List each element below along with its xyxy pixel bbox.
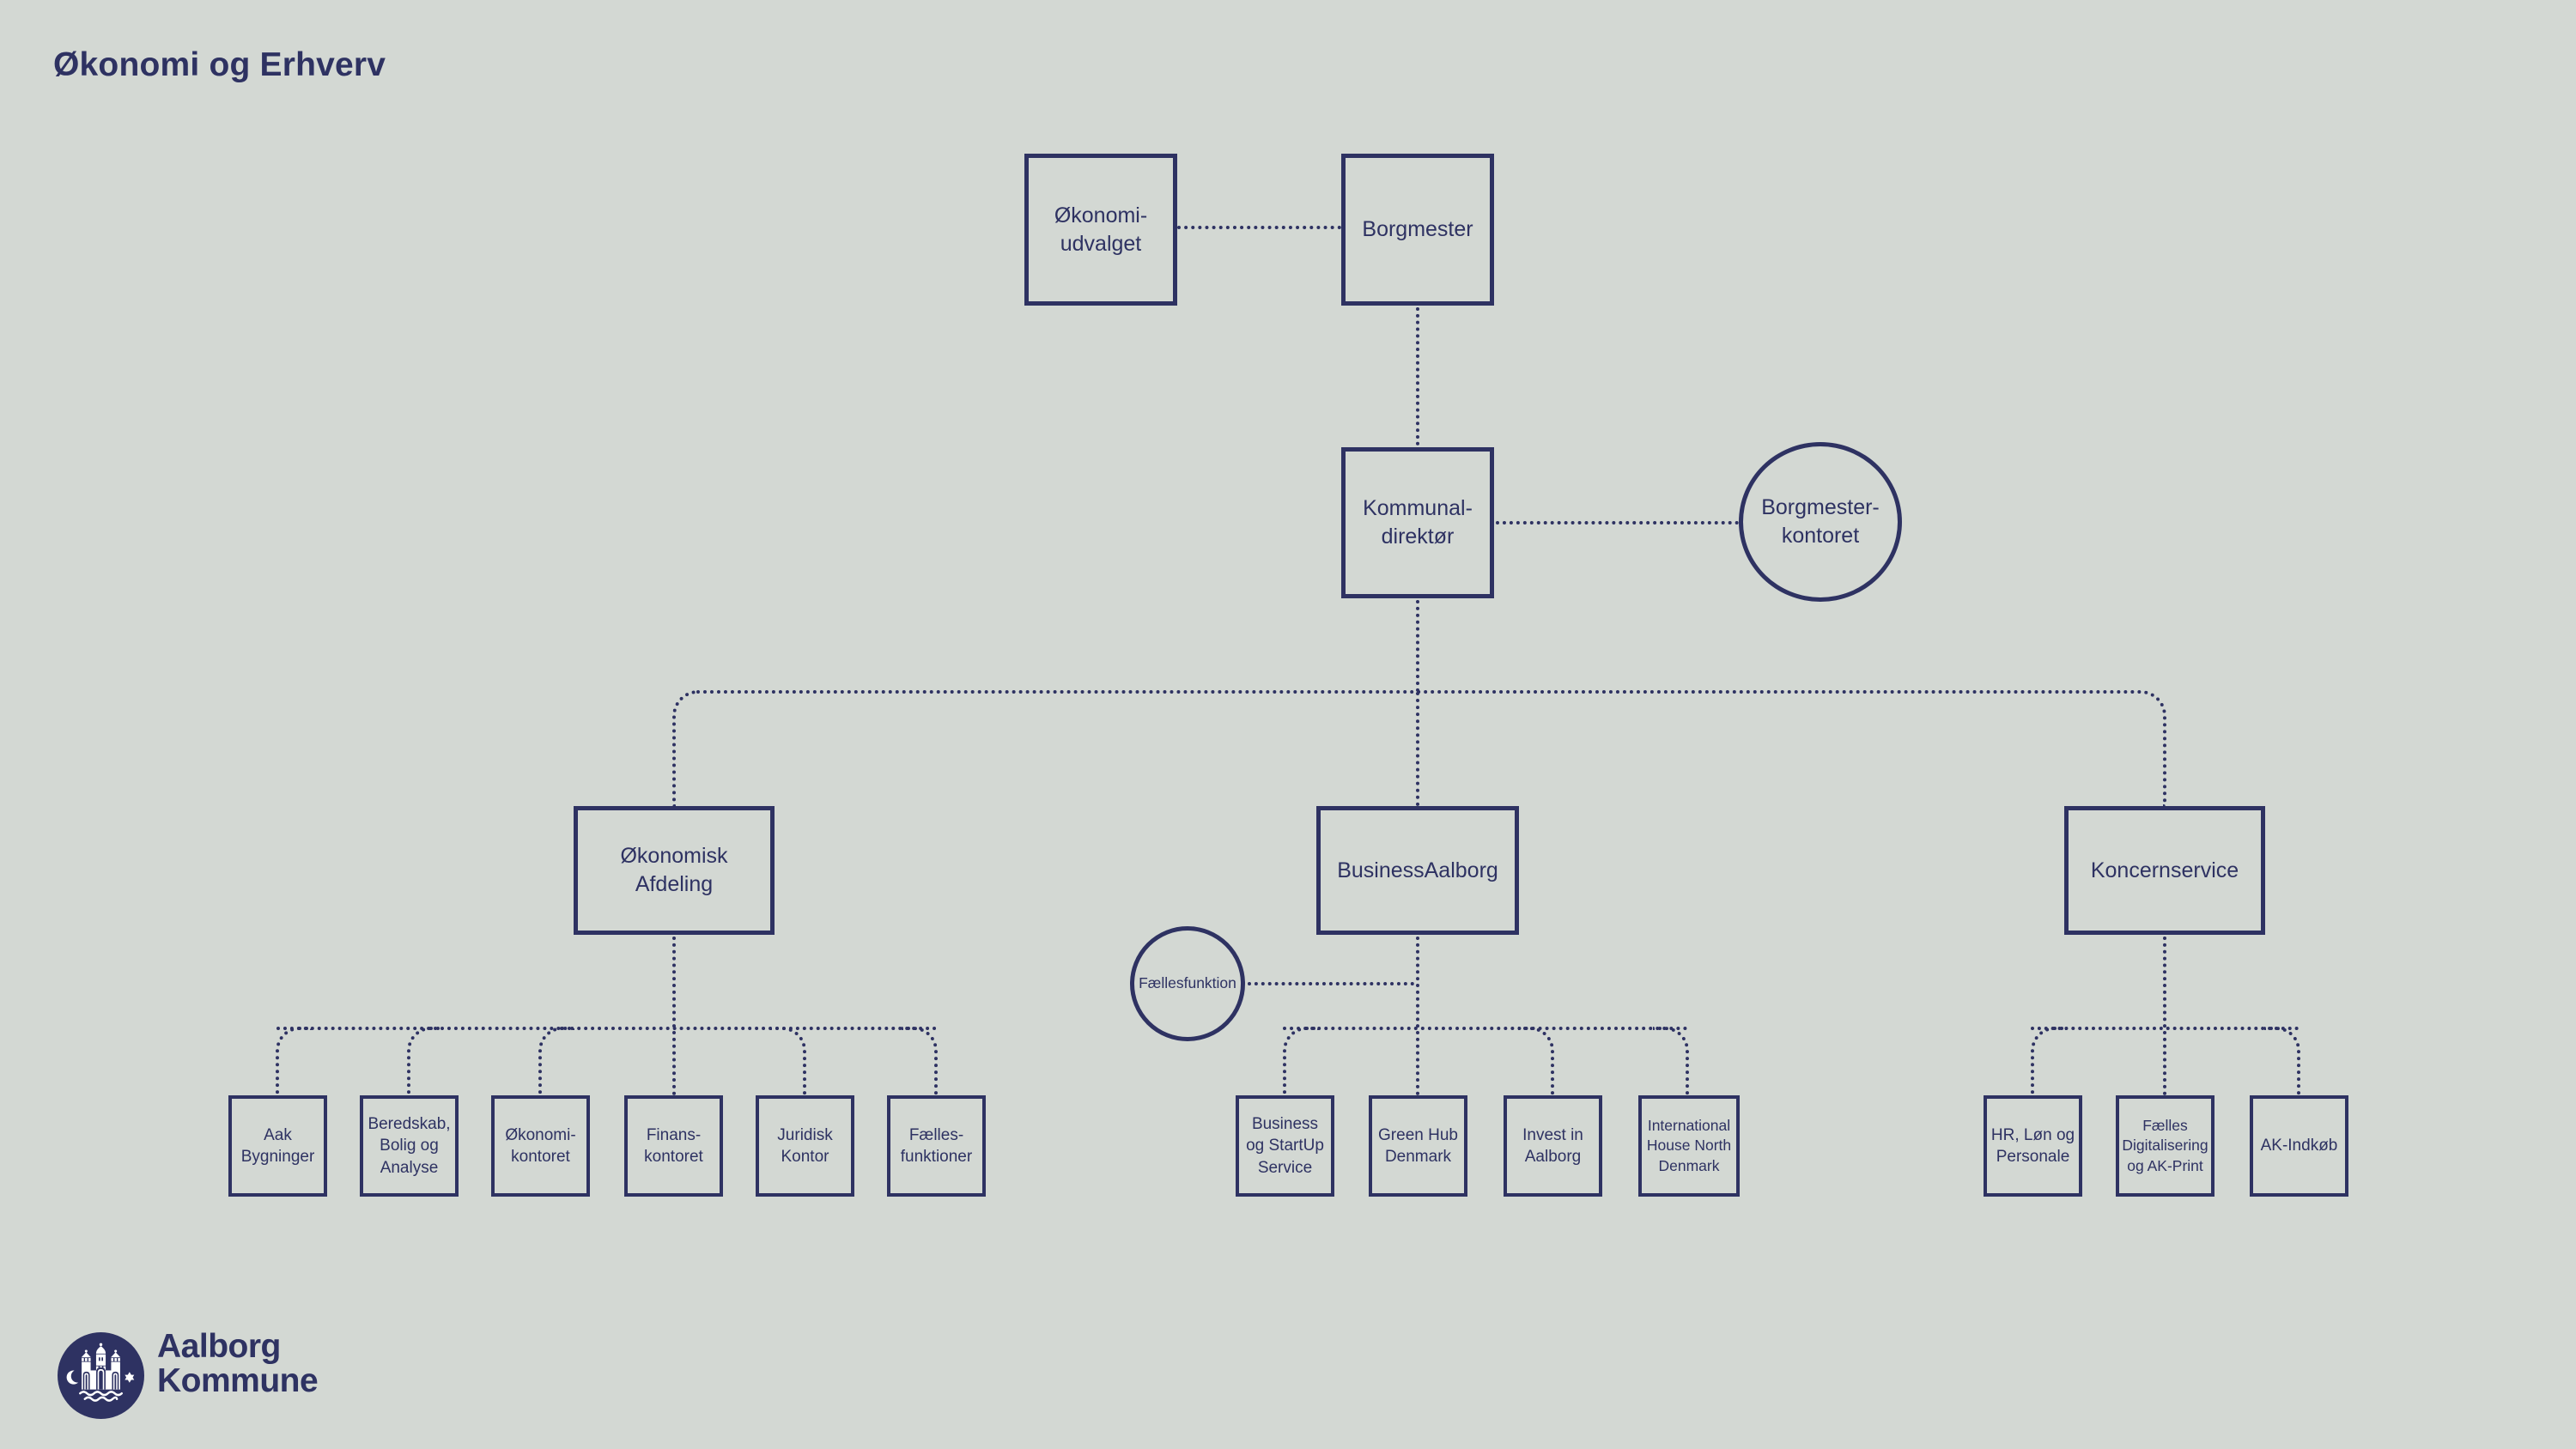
connector-faellesfunktion-axis (1248, 982, 1414, 985)
connector-kommunaldirektor-spine (1416, 600, 1419, 692)
node-hr-lon-personale: HR, Løn og Personale (1984, 1095, 2082, 1197)
connector-elbow-international (1653, 1027, 1689, 1095)
connector-elbow-hr-lon (2031, 1027, 2067, 1095)
logo-line1: Aalborg (157, 1328, 281, 1365)
node-faellesfunktioner-label: Fælles- funktioner (900, 1125, 973, 1166)
node-faellesfunktioner: Fælles- funktioner (887, 1095, 986, 1197)
node-okonomisk-afdeling: Økonomisk Afdeling (574, 806, 775, 935)
node-business-aalborg: BusinessAalborg (1316, 806, 1519, 935)
node-koncernservice: Koncernservice (2064, 806, 2265, 935)
connector-business-aalborg-children (1416, 937, 1419, 1095)
node-faelles-digitalisering: Fælles Digitalisering og AK-Print (2116, 1095, 2215, 1197)
logo-line2: Kommune (157, 1362, 319, 1399)
connector-borgmester-kommunaldirektor (1416, 307, 1419, 446)
node-juridisk-kontor-label: Juridisk Kontor (777, 1125, 833, 1166)
node-hr-lon-personale-label: HR, Løn og Personale (1990, 1125, 2075, 1166)
node-finanskontoret: Finans- kontoret (624, 1095, 723, 1197)
page-title: Økonomi og Erhverv (53, 46, 386, 83)
connector-elbow-juridisk (770, 1027, 806, 1095)
connector-spine-business-aalborg (1416, 692, 1419, 806)
node-borgmester: Borgmester (1341, 154, 1494, 306)
node-okonomisk-afdeling-label: Økonomisk Afdeling (620, 844, 728, 896)
connector-okonomiudvalget-borgmester (1177, 226, 1341, 229)
logo: Aalborg Kommune (58, 1328, 319, 1419)
node-green-hub-denmark: Green Hub Denmark (1369, 1095, 1467, 1197)
node-ak-indkob: AK-Indkøb (2250, 1095, 2348, 1197)
connector-elbow-aak-bygninger (276, 1027, 312, 1095)
node-beredskab-bolig-analyse-label: Beredskab, Bolig og Analyse (368, 1115, 451, 1177)
node-invest-in-aalborg: Invest in Aalborg (1504, 1095, 1602, 1197)
connector-elbow-beredskab (407, 1027, 443, 1095)
node-okonomiudvalget-label: Økonomi- udvalget (1054, 203, 1148, 256)
connector-okonomisk-afdeling-children (672, 937, 676, 1095)
node-aak-bygninger-label: Aak Bygninger (240, 1125, 315, 1166)
node-borgmester-label: Borgmester (1362, 217, 1473, 241)
node-okonomikontoret: Økonomi- kontoret (491, 1095, 590, 1197)
node-aak-bygninger: Aak Bygninger (228, 1095, 327, 1197)
node-faelles-digitalisering-label: Fælles Digitalisering og AK-Print (2122, 1117, 2208, 1174)
aalborg-kommune-logo-icon (58, 1332, 144, 1419)
node-faellesfunktion: Fællesfunktion (1130, 926, 1245, 1041)
node-international-house-label: International House North Denmark (1646, 1117, 1732, 1174)
node-business-startup-service-label: Business og StartUp Service (1246, 1115, 1324, 1177)
connector-spine-bracket (672, 690, 2166, 806)
node-kommunaldirektor-label: Kommunal- direktør (1363, 496, 1473, 549)
node-faellesfunktion-label: Fællesfunktion (1139, 974, 1236, 992)
connector-koncernservice-children (2163, 937, 2166, 1095)
connector-branch-okonomisk (276, 1027, 937, 1030)
connector-elbow-business-startup (1283, 1027, 1319, 1095)
node-beredskab-bolig-analyse: Beredskab, Bolig og Analyse (360, 1095, 459, 1197)
node-okonomiudvalget: Økonomi- udvalget (1024, 154, 1177, 306)
node-kommunaldirektor: Kommunal- direktør (1341, 447, 1494, 598)
connector-elbow-okonomikontoret (538, 1027, 574, 1095)
logo-wordmark: Aalborg Kommune (157, 1328, 319, 1399)
connector-elbow-faellesfunktioner (902, 1027, 938, 1095)
node-okonomikontoret-label: Økonomi- kontoret (505, 1125, 576, 1166)
node-borgmesterkontoret: Borgmester- kontoret (1739, 442, 1902, 602)
connector-elbow-ak-indkob (2264, 1027, 2300, 1095)
node-business-aalborg-label: BusinessAalborg (1337, 858, 1498, 882)
node-international-house: International House North Denmark (1638, 1095, 1740, 1197)
node-invest-in-aalborg-label: Invest in Aalborg (1522, 1125, 1583, 1166)
node-finanskontoret-label: Finans- kontoret (644, 1125, 703, 1166)
node-business-startup-service: Business og StartUp Service (1236, 1095, 1334, 1197)
node-juridisk-kontor: Juridisk Kontor (756, 1095, 854, 1197)
connector-branch-koncern (2031, 1027, 2299, 1030)
node-green-hub-denmark-label: Green Hub Denmark (1378, 1125, 1458, 1166)
connector-branch-business (1283, 1027, 1687, 1030)
node-ak-indkob-label: AK-Indkøb (2260, 1137, 2338, 1155)
node-borgmesterkontoret-label: Borgmester- kontoret (1761, 495, 1880, 548)
node-koncernservice-label: Koncernservice (2090, 858, 2239, 882)
connector-elbow-invest (1518, 1027, 1554, 1095)
connector-kommunaldirektor-borgmesterkontoret (1496, 521, 1739, 524)
